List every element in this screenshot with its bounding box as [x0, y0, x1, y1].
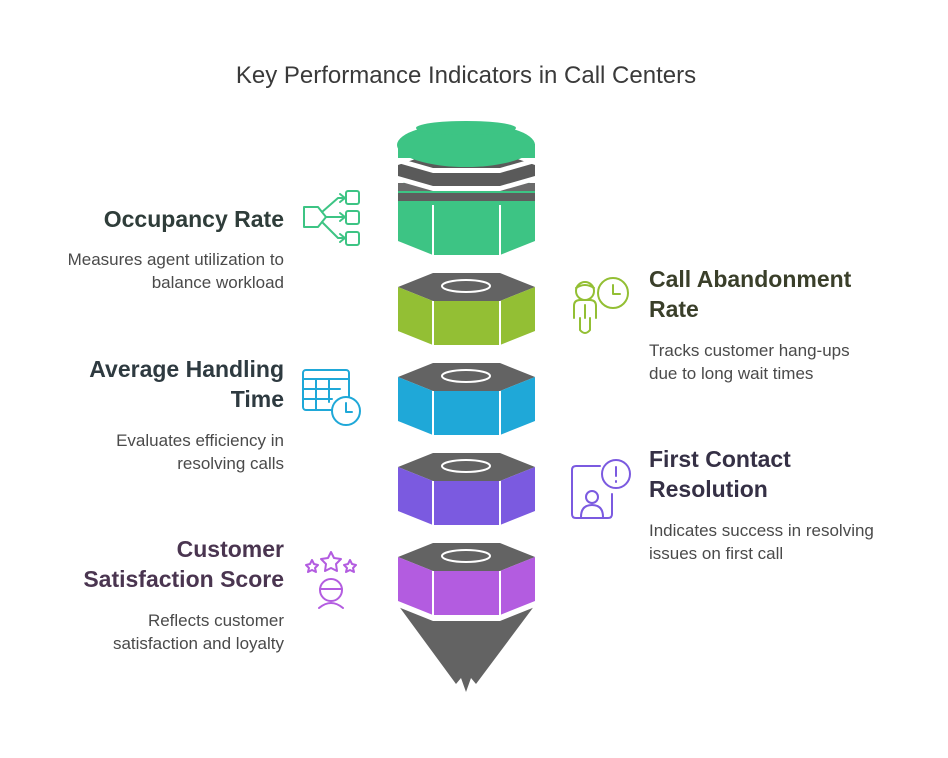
- phone-alert-icon: [571, 459, 631, 519]
- desc-line: balance workload: [151, 273, 284, 292]
- stack-segment-abandonment: [398, 273, 535, 345]
- desc-line: resolving calls: [177, 454, 284, 473]
- stack-segment-csat: [398, 543, 535, 692]
- flowchart-icon: [303, 190, 360, 246]
- average-handling-time-heading: Average Handling Time: [40, 354, 284, 414]
- table-clock-icon: [302, 369, 361, 426]
- customer-satisfaction-heading: Customer Satisfaction Score: [20, 534, 284, 594]
- customer-satisfaction-description: Reflects customer satisfaction and loyal…: [0, 609, 284, 655]
- desc-line: issues on first call: [649, 544, 784, 563]
- desc-line: Indicates success in resolving: [649, 521, 874, 540]
- heading-line: Average Handling: [89, 356, 284, 382]
- stack-segment-aht: [398, 363, 535, 435]
- page-title: Key Performance Indicators in Call Cente…: [235, 62, 697, 89]
- call-abandonment-description: Tracks customer hang-ups due to long wai…: [649, 339, 929, 385]
- heading-line: Rate: [649, 296, 699, 322]
- heading-line: Time: [230, 386, 284, 412]
- first-contact-resolution-heading: First Contact Resolution: [649, 444, 929, 504]
- stack-segment-fcr: [398, 453, 535, 525]
- desc-line: Reflects customer: [147, 611, 284, 630]
- occupancy-rate-heading: Occupancy Rate: [103, 206, 284, 232]
- desc-line: due to long wait times: [649, 364, 814, 383]
- heading-line: Call Abandonment: [649, 266, 852, 292]
- call-abandonment-heading: Call Abandonment Rate: [649, 264, 929, 324]
- heading-line: Customer: [176, 536, 284, 562]
- person-clock-icon: [573, 277, 629, 334]
- first-contact-resolution-description: Indicates success in resolving issues on…: [649, 519, 939, 565]
- stars-person-icon: [305, 551, 357, 609]
- heading-line: First Contact: [649, 446, 791, 472]
- occupancy-rate-description: Measures agent utilization to balance wo…: [0, 248, 284, 294]
- desc-line: satisfaction and loyalty: [112, 634, 284, 653]
- desc-line: Tracks customer hang-ups: [649, 341, 850, 360]
- desc-line: Evaluates efficiency in: [116, 431, 284, 450]
- heading-line: Satisfaction Score: [83, 566, 284, 592]
- average-handling-time-description: Evaluates efficiency in resolving calls: [0, 429, 284, 475]
- heading-line: Resolution: [649, 476, 768, 502]
- desc-line: Measures agent utilization to: [67, 250, 284, 269]
- stack-segment-occupancy: [397, 121, 535, 255]
